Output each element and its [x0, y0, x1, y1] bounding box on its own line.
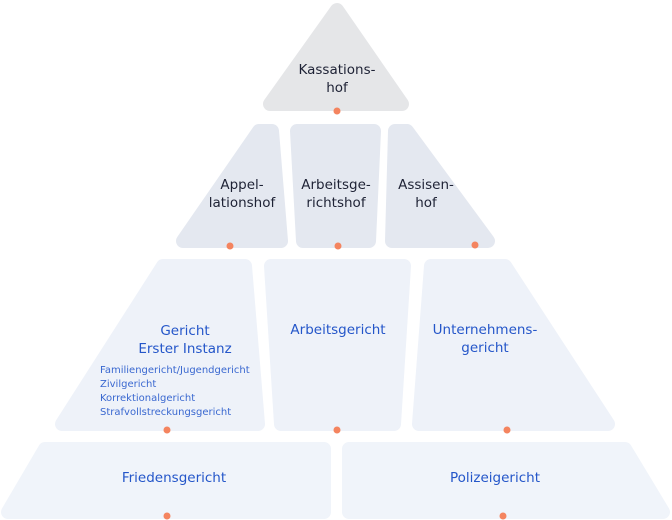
- label-assisenhof: Assisen-hof: [398, 176, 454, 212]
- sub-court: Strafvollstreckungsgericht: [100, 407, 232, 418]
- label-line: Arbeitsgericht: [290, 322, 386, 338]
- label-line: Kassations-: [298, 62, 376, 78]
- label-line: Assisen-: [398, 177, 454, 193]
- connector-dot: [226, 242, 234, 250]
- shape-erste-instanz: [55, 259, 265, 431]
- label-line: hof: [415, 195, 437, 211]
- shape-kassationshof: [263, 3, 409, 111]
- shape-unternehmensgericht: [412, 259, 615, 431]
- label-unternehmensgericht: Unternehmens-gericht: [433, 321, 538, 357]
- label-line: Gericht: [160, 323, 210, 339]
- label-arbeitsgerichtshof: Arbeitsge-richtshof: [301, 176, 370, 212]
- connector-dot: [333, 107, 341, 115]
- label-line: gericht: [461, 340, 509, 356]
- shape-arbeitsgericht: [264, 259, 411, 431]
- connector-dot: [163, 512, 171, 520]
- shape-arbeitsgerichtshof: [290, 124, 381, 248]
- label-line: Arbeitsge-: [301, 177, 371, 193]
- connector-dot: [471, 241, 479, 249]
- label-friedensgericht: Friedensgericht: [122, 469, 226, 487]
- label-line: lationshof: [208, 195, 276, 211]
- erste-instanz-sublist: Familiengericht/Jugendgericht Zivilgeric…: [100, 364, 250, 420]
- label-line: Erster Instanz: [138, 341, 232, 357]
- sub-court: Korrektionalgericht: [100, 393, 196, 404]
- shape-friedensgericht: [1, 442, 331, 519]
- label-line: hof: [326, 80, 348, 96]
- label-kassationshof: Kassations-hof: [299, 61, 376, 97]
- connector-dot: [499, 512, 507, 520]
- label-appellationshof: Appel-lationshof: [209, 176, 276, 212]
- label-line: Appel-: [220, 177, 264, 193]
- label-line: Unternehmens-: [432, 322, 538, 338]
- sub-court: Zivilgericht: [100, 379, 157, 390]
- sub-court: Familiengericht/Jugendgericht: [100, 365, 250, 376]
- connector-dot: [163, 426, 171, 434]
- label-line: Friedensgericht: [121, 470, 227, 486]
- shape-assisenhof: [385, 124, 495, 248]
- shape-polizeigericht: [342, 442, 670, 519]
- label-line: richtshof: [306, 195, 366, 211]
- shape-appellationshof: [176, 124, 288, 248]
- label-line: Polizeigericht: [449, 470, 541, 486]
- label-polizeigericht: Polizeigericht: [450, 469, 540, 487]
- connector-dot: [334, 242, 342, 250]
- label-arbeitsgericht: Arbeitsgericht: [290, 321, 385, 339]
- connector-dot: [503, 426, 511, 434]
- connector-dot: [333, 426, 341, 434]
